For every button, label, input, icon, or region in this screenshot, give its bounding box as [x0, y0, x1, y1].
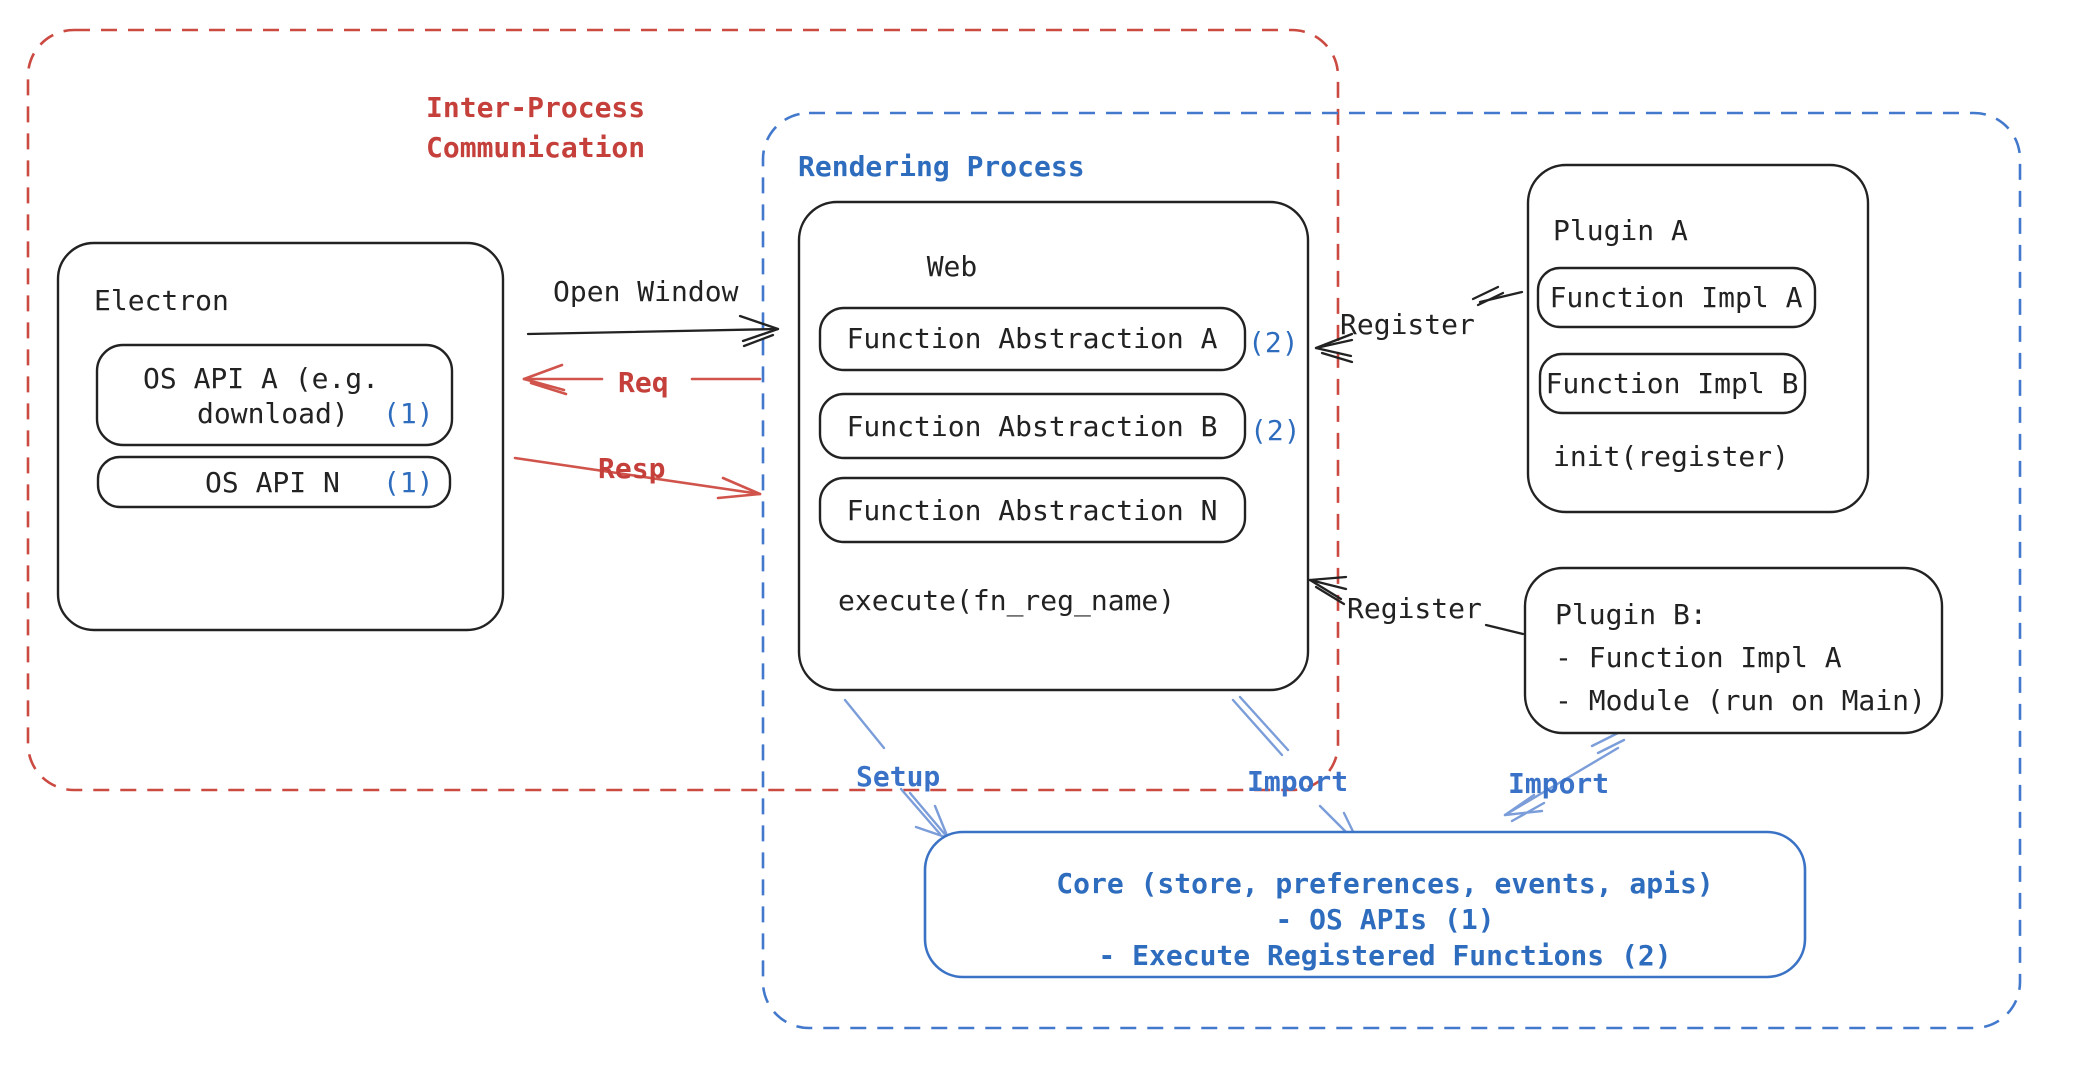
- fn-abstraction-n-box: [818, 476, 1247, 544]
- register-plugin-b-label: Register: [1347, 592, 1482, 625]
- import-web-label: Import: [1247, 765, 1348, 798]
- core-node: Core (store, preferences, events, apis) …: [923, 830, 1807, 979]
- plugin-b-title: Plugin B:: [1555, 598, 1707, 631]
- os-api-n-badge: (1): [383, 466, 434, 499]
- fn-impl-a-label: Function Impl A: [1550, 281, 1803, 314]
- plugin-b-box: [1523, 566, 1944, 735]
- core-line1: Core (store, preferences, events, apis): [1056, 867, 1713, 900]
- fn-abstraction-a-label: Function Abstraction A: [847, 322, 1218, 355]
- open-window-arrow: [526, 314, 780, 348]
- plugin-a-box: [1526, 163, 1870, 514]
- web-node: Web Function Abstraction A (2) Function …: [797, 200, 1310, 692]
- fn-abstraction-b-badge: (2): [1250, 414, 1301, 447]
- setup-label: Setup: [856, 760, 940, 793]
- rendering-process-group-border: [761, 111, 2022, 1030]
- fn-impl-a-box: [1536, 266, 1817, 329]
- fn-impl-b-box: [1538, 352, 1807, 415]
- rendering-process-title: Rendering Process: [798, 150, 1085, 183]
- open-window-label: Open Window: [553, 275, 739, 308]
- os-api-n-line: OS API N(1): [205, 466, 434, 499]
- plugin-b-node: Plugin B: - Function Impl A - Module (ru…: [1523, 566, 1944, 735]
- web-title: Web: [927, 250, 978, 283]
- ipc-group-title-line2: Communication: [426, 131, 645, 164]
- os-api-a-line2: download)(1): [197, 397, 434, 430]
- fn-abstraction-n-label: Function Abstraction N: [847, 494, 1218, 527]
- core-line3: - Execute Registered Functions (2): [1098, 939, 1671, 972]
- ipc-group-title-line1: Inter-Process: [426, 91, 645, 124]
- os-api-a-badge: (1): [383, 397, 434, 430]
- plugin-b-item-2: - Module (run on Main): [1555, 684, 1926, 717]
- plugin-b-item-1: - Function Impl A: [1555, 641, 1842, 674]
- ipc-group-border: [26, 28, 1340, 792]
- fn-abstraction-a-box: [818, 306, 1247, 372]
- core-line2: - OS APIs (1): [1275, 903, 1494, 936]
- req-label: Req: [618, 366, 669, 399]
- plugin-a-title: Plugin A: [1553, 214, 1688, 247]
- fn-abstraction-b-box: [818, 392, 1247, 460]
- import-plugin-b-label: Import: [1508, 767, 1609, 800]
- electron-title: Electron: [94, 284, 229, 317]
- plugin-a-init-label: init(register): [1553, 440, 1789, 473]
- register-plugin-a-arrow: [1314, 285, 1524, 364]
- register-plugin-b-arrow: [1308, 575, 1525, 636]
- plugin-a-node: Plugin A Function Impl A Function Impl B…: [1526, 163, 1870, 514]
- fn-abstraction-b-label: Function Abstraction B: [847, 410, 1218, 443]
- os-api-a-line1: OS API A (e.g.: [143, 362, 379, 395]
- resp-label: Resp: [598, 452, 665, 485]
- import-plugin-b-arrow: [1503, 731, 1626, 823]
- execute-label: execute(fn_reg_name): [838, 584, 1175, 618]
- register-plugin-a-label: Register: [1340, 308, 1475, 341]
- req-arrow: [522, 363, 762, 396]
- fn-impl-b-label: Function Impl B: [1546, 367, 1799, 400]
- core-box: [923, 830, 1807, 979]
- setup-arrow: [843, 698, 950, 840]
- fn-abstraction-a-badge: (2): [1248, 326, 1299, 359]
- electron-node: Electron OS API A (e.g. download)(1) OS …: [56, 241, 505, 632]
- os-api-n-box: [96, 455, 452, 509]
- resp-arrow: [513, 456, 762, 500]
- os-api-a-box: [95, 343, 454, 447]
